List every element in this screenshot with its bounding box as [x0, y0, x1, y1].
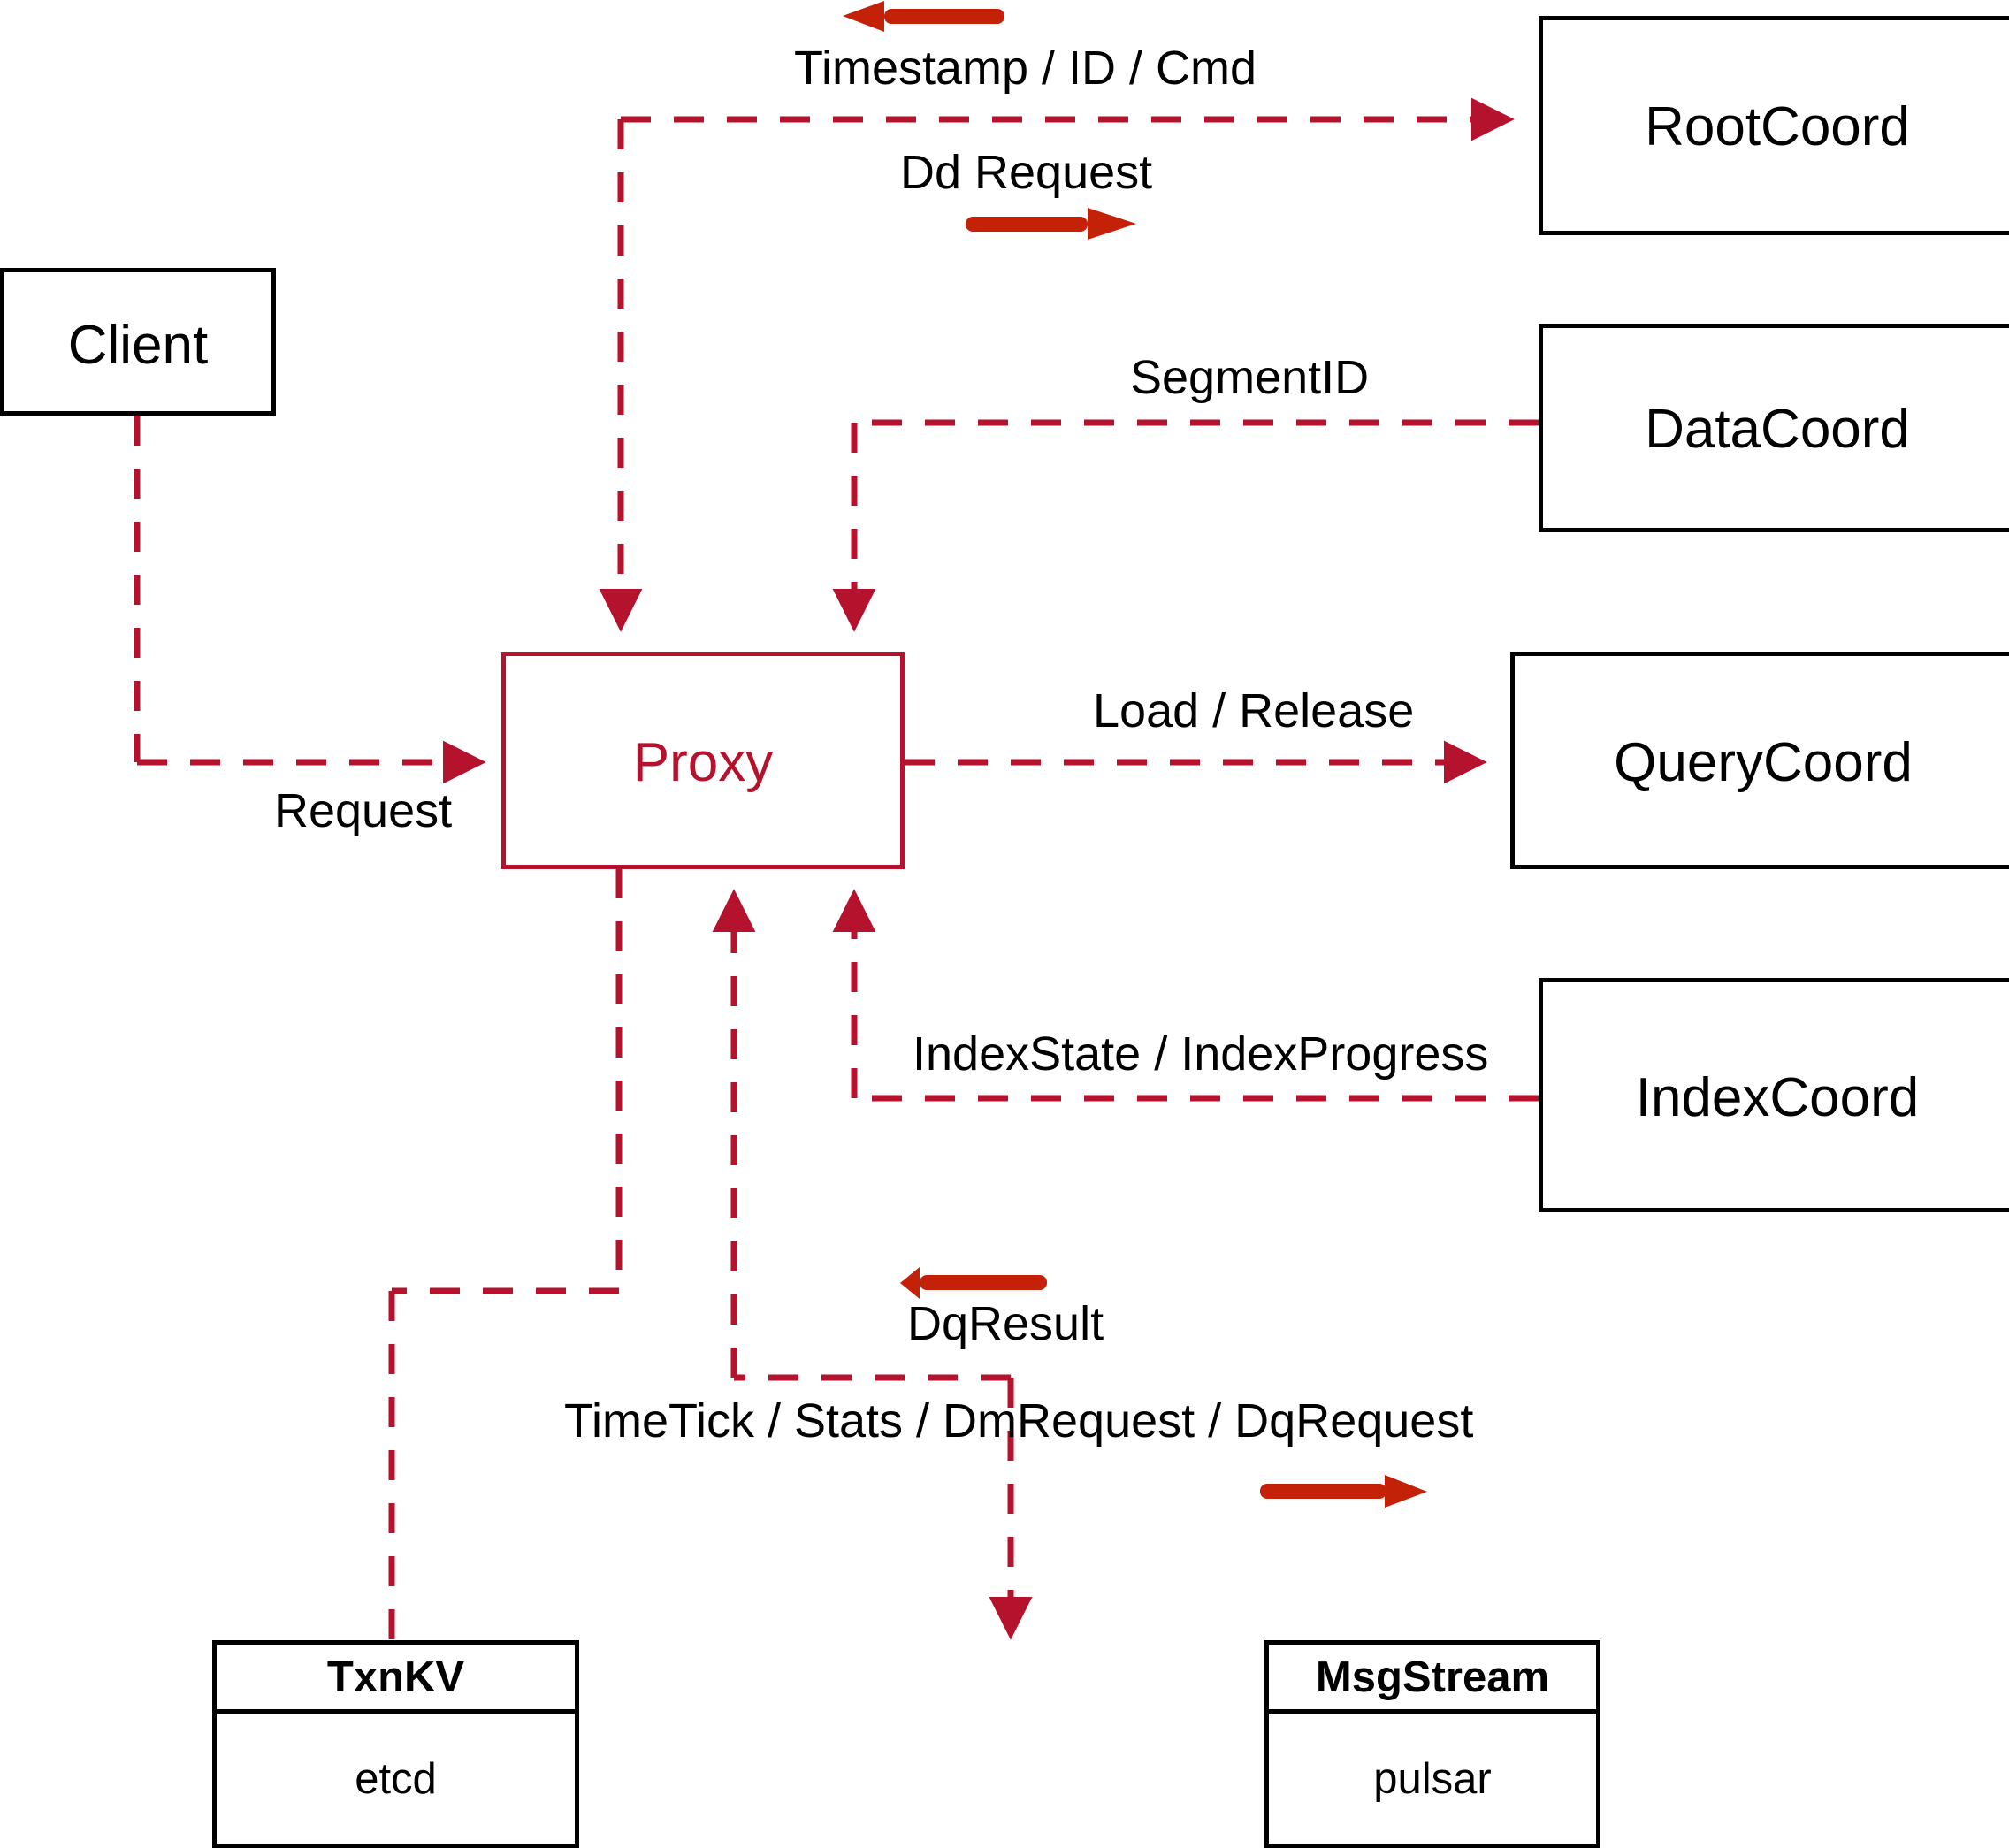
node-querycoord[interactable]: QueryCoord	[1510, 652, 2009, 869]
edge-label-request: Request	[274, 784, 453, 837]
node-proxy[interactable]: Proxy	[501, 652, 905, 869]
node-datacoord-label: DataCoord	[1645, 399, 1910, 460]
node-datacoord[interactable]: DataCoord	[1539, 324, 2009, 532]
node-txnkv[interactable]: TxnKV etcd	[212, 1640, 579, 1848]
node-client-label: Client	[67, 315, 209, 376]
indicator-arrow-timetick	[1260, 1475, 1427, 1508]
edge-label-timestamp-id-cmd: Timestamp / ID / Cmd	[794, 42, 1257, 95]
node-querycoord-label: QueryCoord	[1614, 732, 1913, 793]
edge-label-dd-request: Dd Request	[900, 146, 1153, 199]
indicator-arrow-dqresult	[900, 1267, 1047, 1299]
indicator-arrow-dd-request	[966, 208, 1136, 240]
edge-label-segment-id: SegmentID	[1130, 351, 1370, 404]
edge-label-dq-result: DqResult	[907, 1297, 1104, 1350]
node-rootcoord-label: RootCoord	[1645, 96, 1910, 157]
node-client[interactable]: Client	[0, 268, 276, 416]
node-proxy-label: Proxy	[632, 732, 774, 793]
node-msgstream-header: MsgStream	[1269, 1645, 1596, 1714]
node-txnkv-header: TxnKV	[217, 1645, 575, 1714]
edge-label-index-state: IndexState / IndexProgress	[913, 1027, 1489, 1081]
node-txnkv-body: etcd	[355, 1754, 437, 1803]
edge-label-load-release: Load / Release	[1093, 684, 1415, 737]
node-msgstream-body: pulsar	[1373, 1754, 1492, 1803]
edge-label-timetick-stats: TimeTick / Stats / DmRequest / DqRequest	[564, 1394, 1474, 1447]
node-rootcoord[interactable]: RootCoord	[1539, 16, 2009, 235]
node-msgstream[interactable]: MsgStream pulsar	[1264, 1640, 1600, 1848]
indicator-arrow-timestamp	[843, 1, 1004, 32]
node-indexcoord[interactable]: IndexCoord	[1539, 978, 2009, 1212]
node-indexcoord-label: IndexCoord	[1635, 1067, 1920, 1128]
